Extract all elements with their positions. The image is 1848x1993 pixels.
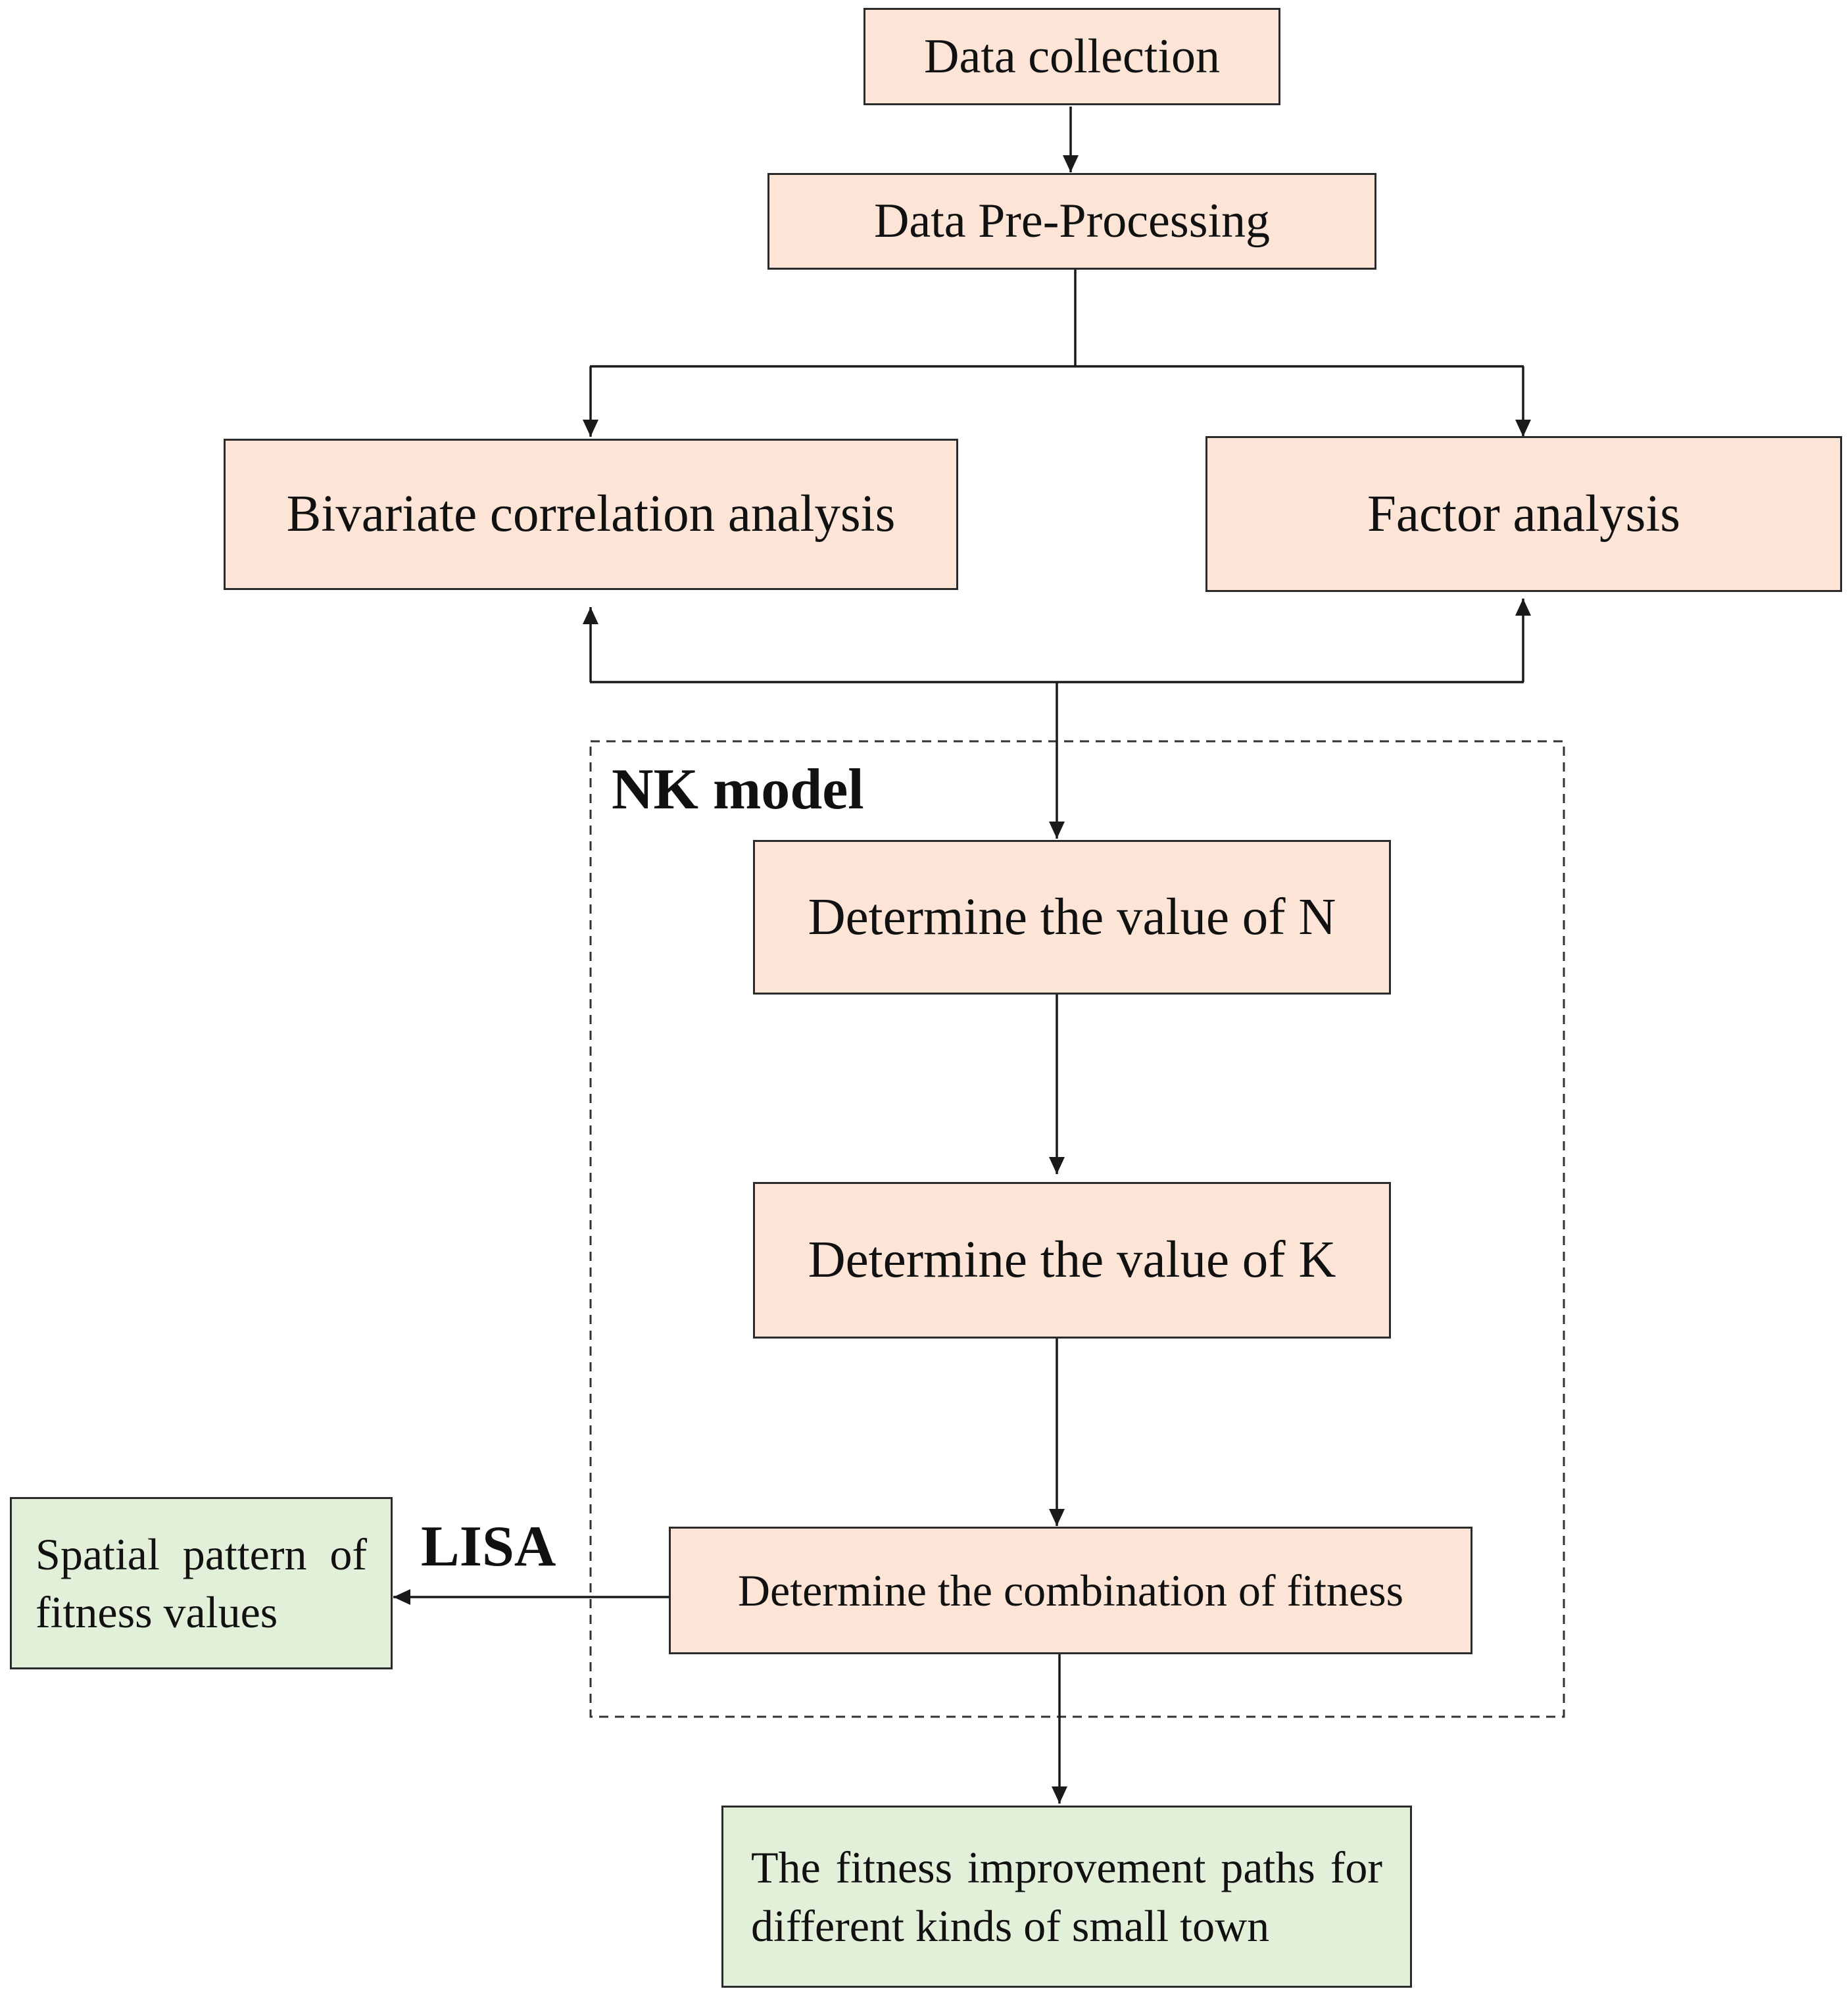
value-k-label: Determine the value of K: [808, 1231, 1336, 1289]
nk-model-label: NK model: [612, 758, 864, 822]
improvement-paths-box: The fitness improvement paths for differ…: [721, 1806, 1412, 1988]
bivariate-analysis-box: Bivariate correlation analysis: [224, 439, 958, 590]
value-n-label: Determine the value of N: [808, 888, 1336, 946]
spatial-pattern-label: Spatial pattern of fitness values: [36, 1529, 367, 1637]
improvement-paths-label: The fitness improvement paths for differ…: [751, 1842, 1382, 1951]
value-k-box: Determine the value of K: [753, 1182, 1391, 1339]
nk-model-container: [589, 740, 1565, 1718]
fitness-combination-label: Determine the combination of fitness: [737, 1565, 1404, 1615]
factor-analysis-box: Factor analysis: [1205, 436, 1842, 592]
lisa-label: LISA: [421, 1515, 556, 1579]
fitness-combination-box: Determine the combination of fitness: [669, 1527, 1472, 1654]
spatial-pattern-box: Spatial pattern of fitness values: [10, 1497, 393, 1669]
bivariate-analysis-label: Bivariate correlation analysis: [286, 485, 896, 543]
factor-analysis-label: Factor analysis: [1367, 485, 1681, 543]
data-preprocessing-label: Data Pre-Processing: [873, 194, 1271, 248]
data-collection-label: Data collection: [924, 29, 1220, 84]
data-collection-box: Data collection: [863, 8, 1280, 105]
data-preprocessing-box: Data Pre-Processing: [767, 173, 1376, 270]
value-n-box: Determine the value of N: [753, 840, 1391, 995]
